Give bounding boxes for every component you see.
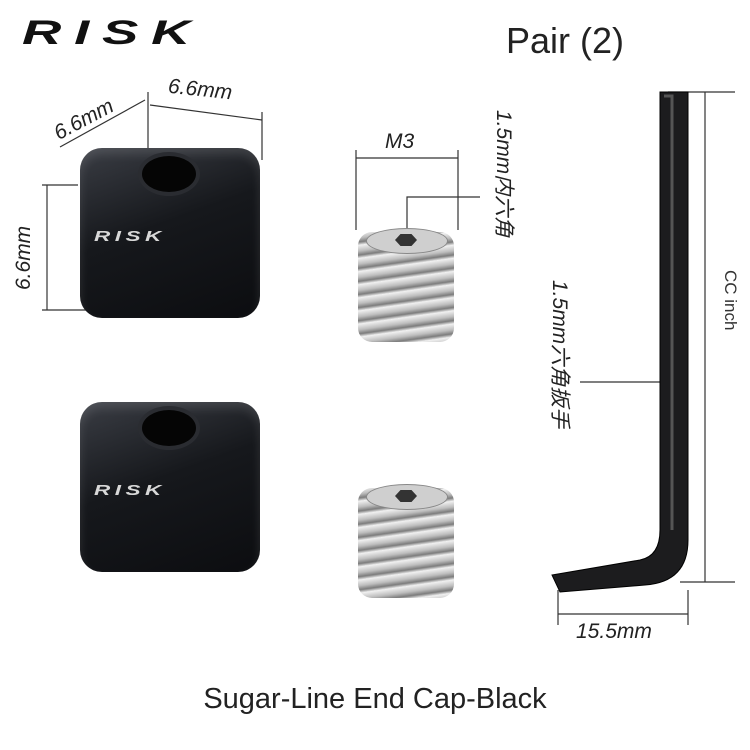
set-screw: [358, 484, 454, 598]
cube-height-label: 6.6mm: [12, 225, 35, 290]
wrench-size-label: 1.5mm六角扳手: [548, 280, 571, 429]
wrench-length-label: CC inch: [721, 270, 740, 331]
brand-logo: RISK: [22, 14, 204, 52]
hex-wrench: [551, 91, 689, 593]
wrench-short-label: 15.5mm: [576, 620, 652, 643]
hex-socket: [366, 484, 448, 510]
product-caption: Sugar-Line End Cap-Black: [203, 683, 547, 715]
cube-hole: [142, 156, 196, 192]
hex-socket: [366, 228, 448, 254]
cube-logo: RISK: [94, 228, 166, 245]
cube-hole: [142, 410, 196, 446]
set-screw: [358, 228, 454, 342]
screw-thread-label: M3: [385, 130, 415, 153]
pair-title: Pair (2): [506, 20, 625, 61]
end-cap-cube: RISK: [80, 402, 260, 572]
end-cap-cube: RISK: [80, 148, 260, 318]
screw-hex-label: 1.5mm内六角: [492, 110, 515, 238]
cube-logo: RISK: [94, 482, 166, 499]
